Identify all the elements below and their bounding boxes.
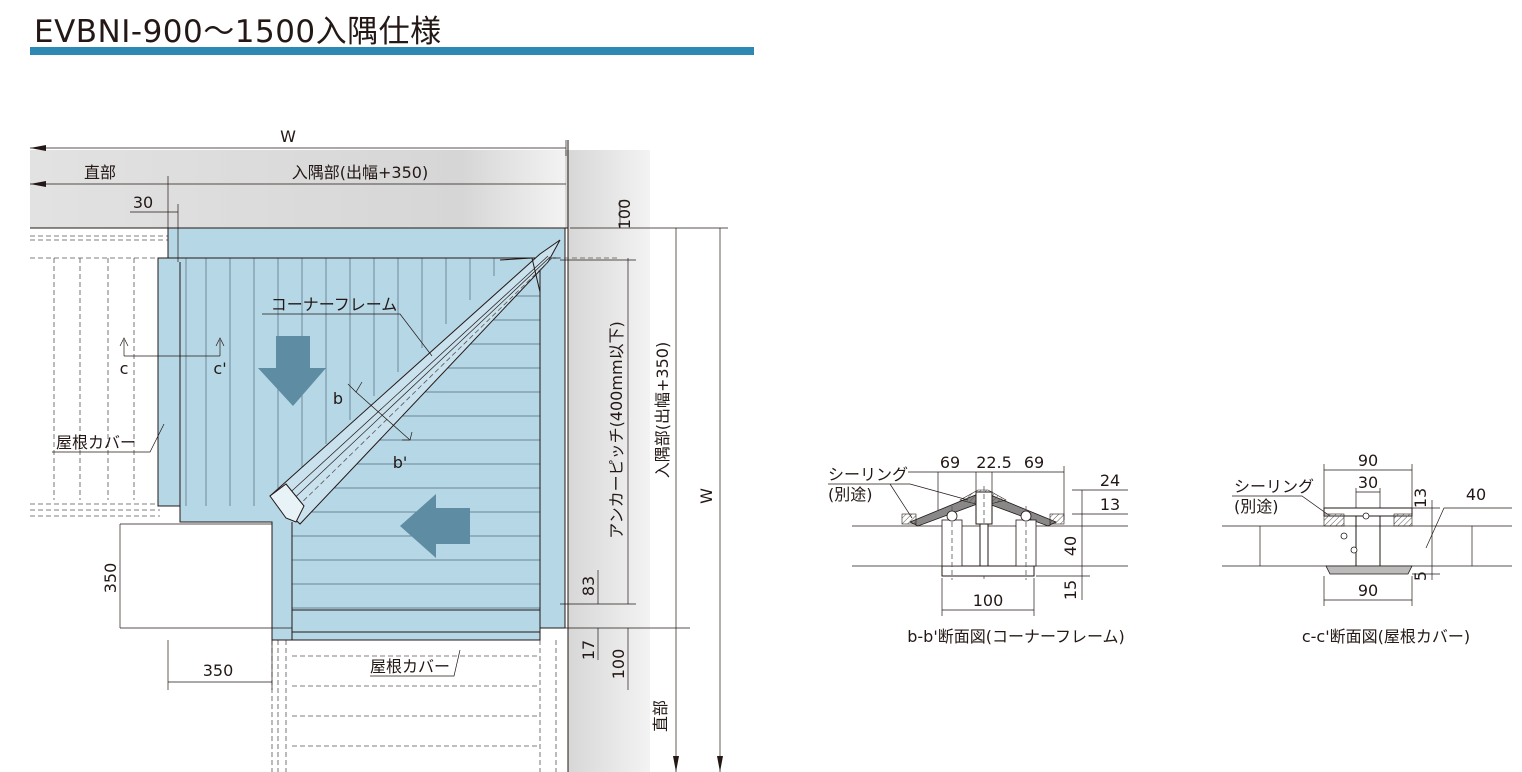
section-b-dim-24: 24 (1100, 471, 1120, 490)
section-b-sealing: シーリング (828, 465, 908, 484)
section-c-dim-5: 5 (1411, 571, 1430, 581)
section-c-dim-30: 30 (1358, 473, 1378, 492)
plan-section-b-prime: b' (393, 453, 408, 472)
plan-section-c: c (120, 359, 129, 378)
plan-roof-cover-left: 屋根カバー (56, 433, 136, 452)
title-underline (30, 47, 754, 55)
section-b-dim-15: 15 (1061, 580, 1080, 600)
section-c-dim-90-top: 90 (1358, 451, 1378, 470)
section-b-dim-13: 13 (1100, 495, 1120, 514)
section-c-view: シーリング (別途) 90 30 13 40 5 90 c-c'断面図(屋根カバ… (1222, 451, 1512, 646)
plan-straight-right: 直部 (651, 700, 670, 732)
flow-arrow-left (400, 494, 470, 558)
section-b-dim-100: 100 (973, 591, 1004, 610)
section-c-dim-90-bottom: 90 (1358, 581, 1378, 600)
plan-section-b: b (333, 389, 343, 408)
section-b-dim-40: 40 (1061, 536, 1080, 556)
plan-dim-350-vertical: 350 (101, 563, 120, 594)
section-b-sealing-note: (別途) (828, 485, 873, 504)
plan-straight-top-label: 直部 (84, 163, 116, 182)
flow-arrow-down (258, 336, 326, 406)
section-b-dim-22-5: 22.5 (976, 453, 1012, 472)
plan-labels: W 直部 入隅部(出幅+350) 30 100 コーナーフレーム c c' b … (56, 127, 716, 732)
plan-dim-83: 83 (579, 576, 598, 596)
section-b-dim-69b: 69 (1024, 453, 1044, 472)
section-c-dim-40: 40 (1466, 485, 1486, 504)
section-b-view: シーリング (別途) 69 22.5 69 24 13 40 15 100 b-… (828, 453, 1128, 646)
section-b-dim-69a: 69 (940, 453, 960, 472)
plan-view: W 直部 入隅部(出幅+350) 30 100 コーナーフレーム c c' b … (30, 127, 728, 772)
plan-width-label: W (280, 127, 296, 146)
plan-dim-350-horizontal: 350 (203, 661, 234, 680)
section-markers (52, 313, 461, 677)
left-straight-section (30, 235, 168, 517)
plan-section-c-prime: c' (213, 359, 226, 378)
dimension-lines (30, 140, 728, 772)
section-c-sealing: シーリング (1234, 477, 1314, 496)
bottom-straight-section (271, 640, 557, 772)
plan-dim-30: 30 (133, 193, 153, 212)
page-title: EVBNI-900〜1500入隅仕様 (34, 14, 442, 50)
plan-inside-corner-right: 入隅部(出幅+350) (653, 342, 672, 478)
plan-corner-frame-label: コーナーフレーム (271, 295, 398, 314)
corner-frame (269, 239, 561, 525)
section-c-caption: c-c'断面図(屋根カバー) (1302, 627, 1470, 646)
wall-right (565, 150, 650, 772)
plan-dim-100-bottom: 100 (609, 649, 628, 680)
section-c-sealing-note: (別途) (1234, 497, 1279, 516)
plan-anchor-pitch: アンカーピッチ(400mm以下) (607, 321, 626, 539)
plan-width-right: W (697, 488, 716, 504)
wall-top (30, 150, 570, 228)
section-b-caption: b-b'断面図(コーナーフレーム) (907, 627, 1125, 646)
plan-dim-17: 17 (579, 640, 598, 660)
plan-inside-corner-top-label: 入隅部(出幅+350) (292, 163, 428, 182)
section-c-dim-13: 13 (1411, 488, 1430, 508)
plan-dim-100-top: 100 (615, 199, 634, 230)
plan-roof-cover-bottom: 屋根カバー (370, 657, 450, 676)
